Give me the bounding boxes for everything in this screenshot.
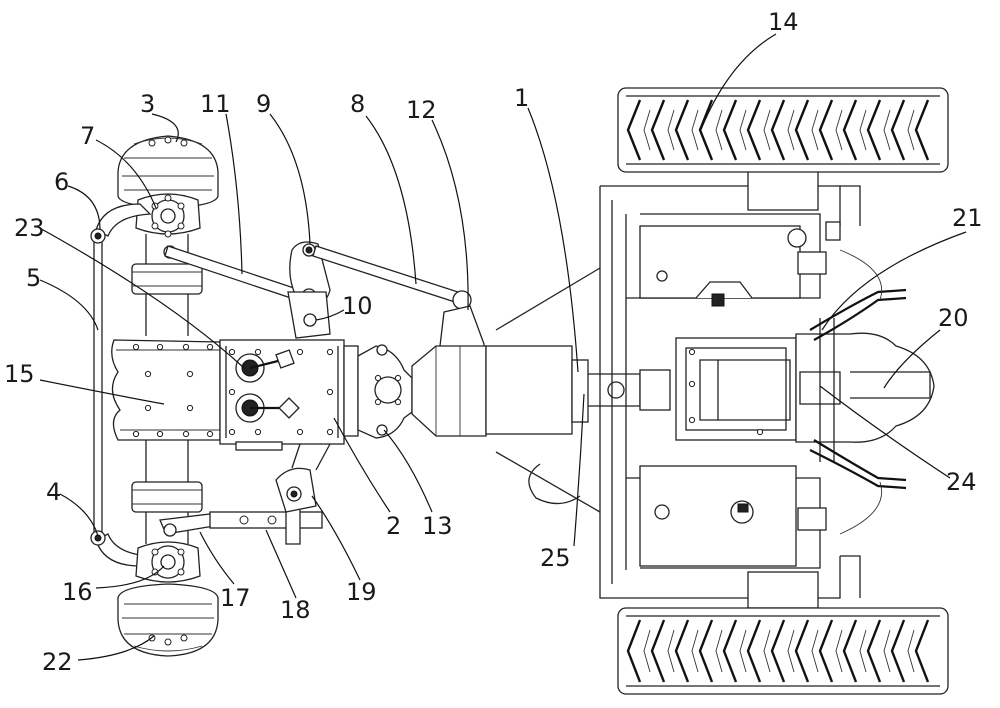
callout-12: 12 [406, 96, 437, 124]
callout-8: 8 [350, 90, 365, 118]
callout-6: 6 [54, 168, 69, 196]
callout-11: 11 [200, 90, 231, 118]
callout-13: 13 [422, 512, 453, 540]
upper-steering-knuckle [135, 193, 201, 238]
front-axle-assembly [90, 135, 487, 657]
hydraulic-hose-lower [809, 449, 907, 490]
adjust-bar [209, 511, 323, 529]
callout-16: 16 [62, 578, 93, 606]
steering-push-rod [312, 245, 459, 303]
hydraulic-hose-upper [809, 288, 907, 331]
transmission-box [675, 337, 797, 441]
callout-22: 22 [42, 648, 73, 676]
gearbox-housing [111, 339, 221, 441]
callout-24: 24 [946, 468, 977, 496]
callout-21: 21 [952, 204, 983, 232]
callout-2: 2 [386, 512, 401, 540]
callout-23: 23 [14, 214, 45, 242]
lower-front-wheel [117, 583, 219, 657]
lower-steering-knuckle [135, 541, 201, 583]
rear-chassis [485, 169, 935, 609]
rear-wheel-upper [617, 87, 949, 173]
upper-front-wheel [117, 135, 219, 209]
callout-1: 1 [514, 84, 529, 112]
output-flange [357, 344, 413, 439]
callout-labels: 1 2 3 4 5 6 7 8 9 10 11 12 13 14 15 16 1… [4, 8, 983, 676]
central-housing [219, 339, 359, 451]
callout-5: 5 [26, 264, 41, 292]
callout-14: 14 [768, 8, 799, 36]
callout-7: 7 [80, 122, 95, 150]
callout-15: 15 [4, 360, 35, 388]
callout-25: 25 [540, 544, 571, 572]
drawbar-hitch [795, 332, 935, 443]
tie-rod [93, 242, 103, 534]
callout-19: 19 [346, 578, 377, 606]
callout-10: 10 [342, 292, 373, 320]
rear-wheel-lower [617, 607, 949, 695]
upper-knuckle-arm [95, 203, 152, 237]
callout-17: 17 [220, 584, 251, 612]
steering-bracket [287, 291, 331, 339]
callout-4: 4 [46, 478, 61, 506]
leader-lines [35, 33, 967, 661]
callout-3: 3 [140, 90, 155, 118]
callout-9: 9 [256, 90, 271, 118]
callout-18: 18 [280, 596, 311, 624]
callout-20: 20 [938, 304, 969, 332]
